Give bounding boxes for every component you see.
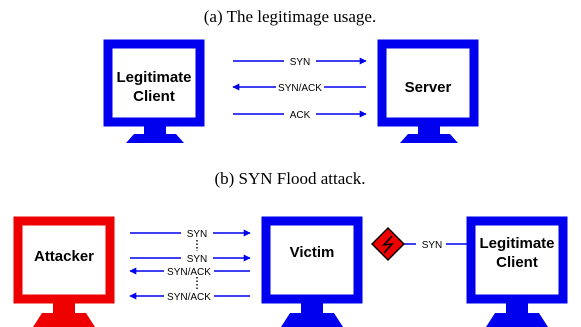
legitimate-client-monitor: Legitimate Client xyxy=(103,39,205,143)
panel-b-message-synack-1: SYN/ACK xyxy=(129,265,250,278)
monitor-neck xyxy=(301,303,323,313)
server-label: Server xyxy=(405,79,452,96)
panel-b-message-syn-1: SYN xyxy=(130,227,251,240)
monitor-screen xyxy=(466,216,568,304)
legitimate-client-label-line2: Client xyxy=(133,88,175,105)
panel-b-legit-syn: SYN xyxy=(402,238,468,251)
ack-label: ACK xyxy=(290,110,311,121)
legit-client-b-label-line2: Client xyxy=(496,254,538,271)
victim-label: Victim xyxy=(290,244,335,261)
monitor-screen xyxy=(377,39,479,127)
monitor-base xyxy=(486,313,548,327)
legit-syn-label: SYN xyxy=(422,240,443,251)
syn-label: SYN xyxy=(187,229,208,240)
monitor-base xyxy=(281,313,343,327)
panel-a-message-synack: SYN/ACK xyxy=(232,81,366,94)
monitor-screen xyxy=(13,216,115,304)
synack-label: SYN/ACK xyxy=(167,267,211,278)
legit-client-b-label-line1: Legitimate xyxy=(479,235,554,252)
syn-label: SYN xyxy=(187,254,208,265)
attacker-monitor: Attacker xyxy=(13,216,115,327)
panel-b: (b) SYN Flood attack. Attacker Victim Le… xyxy=(13,169,568,327)
monitor-neck xyxy=(53,303,75,313)
attacker-label: Attacker xyxy=(34,248,94,265)
panel-a-message-ack: ACK xyxy=(233,108,367,121)
monitor-screen xyxy=(261,216,363,304)
panel-b-caption: (b) SYN Flood attack. xyxy=(214,169,365,188)
panel-b-message-synack-2: SYN/ACK xyxy=(129,290,250,303)
panel-b-message-syn-2: SYN xyxy=(130,252,251,265)
monitor-base xyxy=(400,134,458,143)
victim-monitor: Victim xyxy=(261,216,363,327)
monitor-screen xyxy=(103,39,205,127)
monitor-neck xyxy=(144,126,166,134)
lightning-warning-icon xyxy=(371,227,405,261)
panel-a-message-syn: SYN xyxy=(233,55,367,68)
monitor-neck xyxy=(418,126,440,134)
syn-label: SYN xyxy=(290,57,311,68)
synack-label: SYN/ACK xyxy=(167,292,211,303)
panel-a-caption: (a) The legitimage usage. xyxy=(204,7,376,26)
server-monitor: Server xyxy=(377,39,479,143)
monitor-neck xyxy=(506,303,528,313)
monitor-base xyxy=(33,313,95,327)
panel-a: (a) The legitimage usage. Legitimate Cli… xyxy=(103,7,479,143)
synack-label: SYN/ACK xyxy=(278,83,322,94)
legitimate-client-monitor-b: Legitimate Client xyxy=(466,216,568,327)
legitimate-client-label-line1: Legitimate xyxy=(116,69,191,86)
monitor-base xyxy=(126,134,184,143)
